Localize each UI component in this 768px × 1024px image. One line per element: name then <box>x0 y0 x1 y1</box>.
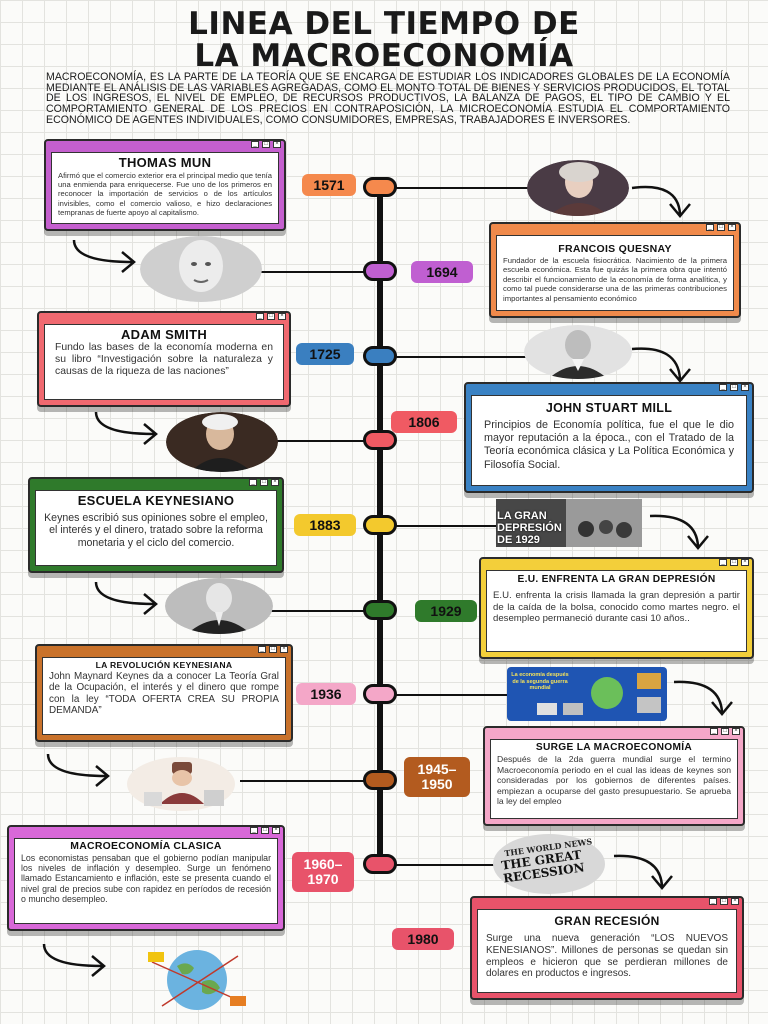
year-label: 1929 <box>415 600 477 622</box>
timeline-node-1725 <box>363 346 397 366</box>
card-text: Afirmó que el comercio exterior era el p… <box>58 171 272 217</box>
card-title: JOHN STUART MILL <box>545 401 673 415</box>
page-title: LINEA DEL TIEMPO DE LA MACROECONOMÍA <box>0 8 768 72</box>
window-controls-icon: _□× <box>719 559 749 566</box>
year-label: 1806 <box>391 411 457 433</box>
card-gran-depresion: _□× E.U. ENFRENTA LA GRAN DEPRESIÓN E.U.… <box>479 557 754 659</box>
year-label: 1725 <box>296 343 354 365</box>
curved-arrow-icon <box>46 753 110 787</box>
year-label: 1936 <box>296 683 356 705</box>
window-controls-icon: _□× <box>249 479 279 486</box>
window-controls-icon: _□× <box>709 898 739 905</box>
portrait-icon <box>140 236 262 302</box>
curved-arrow-icon <box>94 581 158 615</box>
depresion-caption: LA GRAN DEPRESIÓN DE 1929 <box>497 510 562 546</box>
title-line-2: LA MACROECONOMÍA <box>194 38 574 74</box>
card-title: LA REVOLUCIÓN KEYNESIANA <box>95 660 233 670</box>
timeline-node-1806 <box>363 430 397 450</box>
portrait-icon <box>524 325 632 379</box>
card-title: FRANCOIS QUESNAY <box>558 243 672 255</box>
portrait-icon <box>527 160 629 216</box>
newspaper-icon <box>493 834 605 894</box>
year-label: 1945–1950 <box>404 757 470 797</box>
surge-infographic-icon <box>507 667 667 721</box>
timeline-node-1960 <box>363 854 397 874</box>
connector-1725 <box>396 356 528 358</box>
intro-paragraph: Macroeconomía, es la parte de la teoría … <box>46 71 730 126</box>
card-text: Fundador de la escuela fisiocrática. Nac… <box>503 256 727 303</box>
card-title: THOMAS MUN <box>118 155 212 170</box>
portrait-icon <box>165 578 273 634</box>
connector-1936 <box>396 694 510 696</box>
connector-1929 <box>268 610 366 612</box>
card-title: ADAM SMITH <box>120 327 208 342</box>
card-title: MACROECONOMÍA CLASICA <box>70 841 222 852</box>
timeline-node-1936 <box>363 684 397 704</box>
card-surge-macroeconomia: _□× SURGE LA MACROECONOMÍA Después de la… <box>483 726 745 826</box>
window-controls-icon: _□× <box>710 728 740 735</box>
curved-arrow-icon <box>673 680 733 716</box>
window-controls-icon: _□× <box>258 646 288 653</box>
portrait-icon <box>166 412 278 472</box>
timeline-node-1694 <box>363 261 397 281</box>
year-label: 1571 <box>302 174 356 196</box>
globe-icon <box>148 950 246 1010</box>
depresion-photo-icon <box>496 499 642 547</box>
window-controls-icon: _□× <box>706 224 736 231</box>
card-title: SURGE LA MACROECONOMÍA <box>535 742 693 753</box>
curved-arrow-icon <box>94 411 158 445</box>
card-text: Surge una nueva generación “LOS NUEVOS K… <box>486 933 728 980</box>
curved-arrow-icon <box>631 185 691 218</box>
connector-1960 <box>396 864 496 866</box>
timeline-node-1945 <box>363 770 397 790</box>
card-francois-quesnay: _□× FRANCOIS QUESNAY Fundador de la escu… <box>489 222 741 318</box>
card-text: Después de la 2da guerra mundial surge e… <box>497 754 731 806</box>
card-title: E.U. ENFRENTA LA GRAN DEPRESIÓN <box>517 574 716 585</box>
card-title: GRAN RECESIÓN <box>554 914 660 928</box>
window-controls-icon: _□× <box>251 141 281 148</box>
economist-illustration-icon <box>127 757 235 811</box>
year-label: 1694 <box>411 261 473 283</box>
curved-arrow-icon <box>631 347 691 383</box>
timeline-node-1929 <box>363 600 397 620</box>
year-label: 1980 <box>392 928 454 950</box>
card-gran-recesion: _□× GRAN RECESIÓN Surge una nueva genera… <box>470 896 744 1000</box>
card-text: Los economistas pensaban que el gobierno… <box>21 853 271 904</box>
curved-arrow-icon <box>613 854 673 890</box>
card-macroeconomia-clasica: _□× MACROECONOMÍA CLASICA Los economista… <box>7 825 285 931</box>
curved-arrow-icon <box>72 239 136 273</box>
curved-arrow-icon <box>42 943 106 977</box>
window-controls-icon: _□× <box>250 827 280 834</box>
card-text: Keynes escribió sus opiniones sobre el e… <box>44 512 268 549</box>
year-label: 1960–1970 <box>292 852 354 892</box>
year-label: 1883 <box>294 514 356 536</box>
card-adam-smith: _□× ADAM SMITH Fundo las bases de la eco… <box>37 311 291 407</box>
connector-1571 <box>392 187 532 189</box>
card-escuela-keynesiano: _□× ESCUELA KEYNESIANO Keynes escribió s… <box>28 477 284 573</box>
title-line-1: LINEA DEL TIEMPO DE <box>188 6 580 42</box>
connector-1945 <box>240 780 366 782</box>
card-text: Principios de Economía política, fue el … <box>484 419 734 471</box>
connector-1694 <box>255 271 365 273</box>
card-text: John Maynard Keynes da a conocer La Teor… <box>49 671 279 717</box>
card-text: Fundo las bases de la economía moderna e… <box>55 342 273 378</box>
surge-caption: La economía después de la segunda guerra… <box>511 672 569 691</box>
card-title: ESCUELA KEYNESIANO <box>77 493 235 508</box>
card-john-stuart-mill: _□× JOHN STUART MILL Principios de Econo… <box>464 382 754 493</box>
card-thomas-mun: _□× THOMAS MUN Afirmó que el comercio ex… <box>44 139 286 231</box>
connector-1806 <box>272 440 366 442</box>
card-revolucion-keynesiana: _□× LA REVOLUCIÓN KEYNESIANA John Maynar… <box>35 644 293 742</box>
window-controls-icon: _□× <box>719 384 749 391</box>
window-controls-icon: _□× <box>256 313 286 320</box>
card-text: E.U. enfrenta la crisis llamada la gran … <box>493 590 740 625</box>
timeline-node-1883 <box>363 515 397 535</box>
connector-1883 <box>396 525 500 527</box>
curved-arrow-icon <box>649 514 709 550</box>
timeline-node-1571 <box>363 177 397 197</box>
